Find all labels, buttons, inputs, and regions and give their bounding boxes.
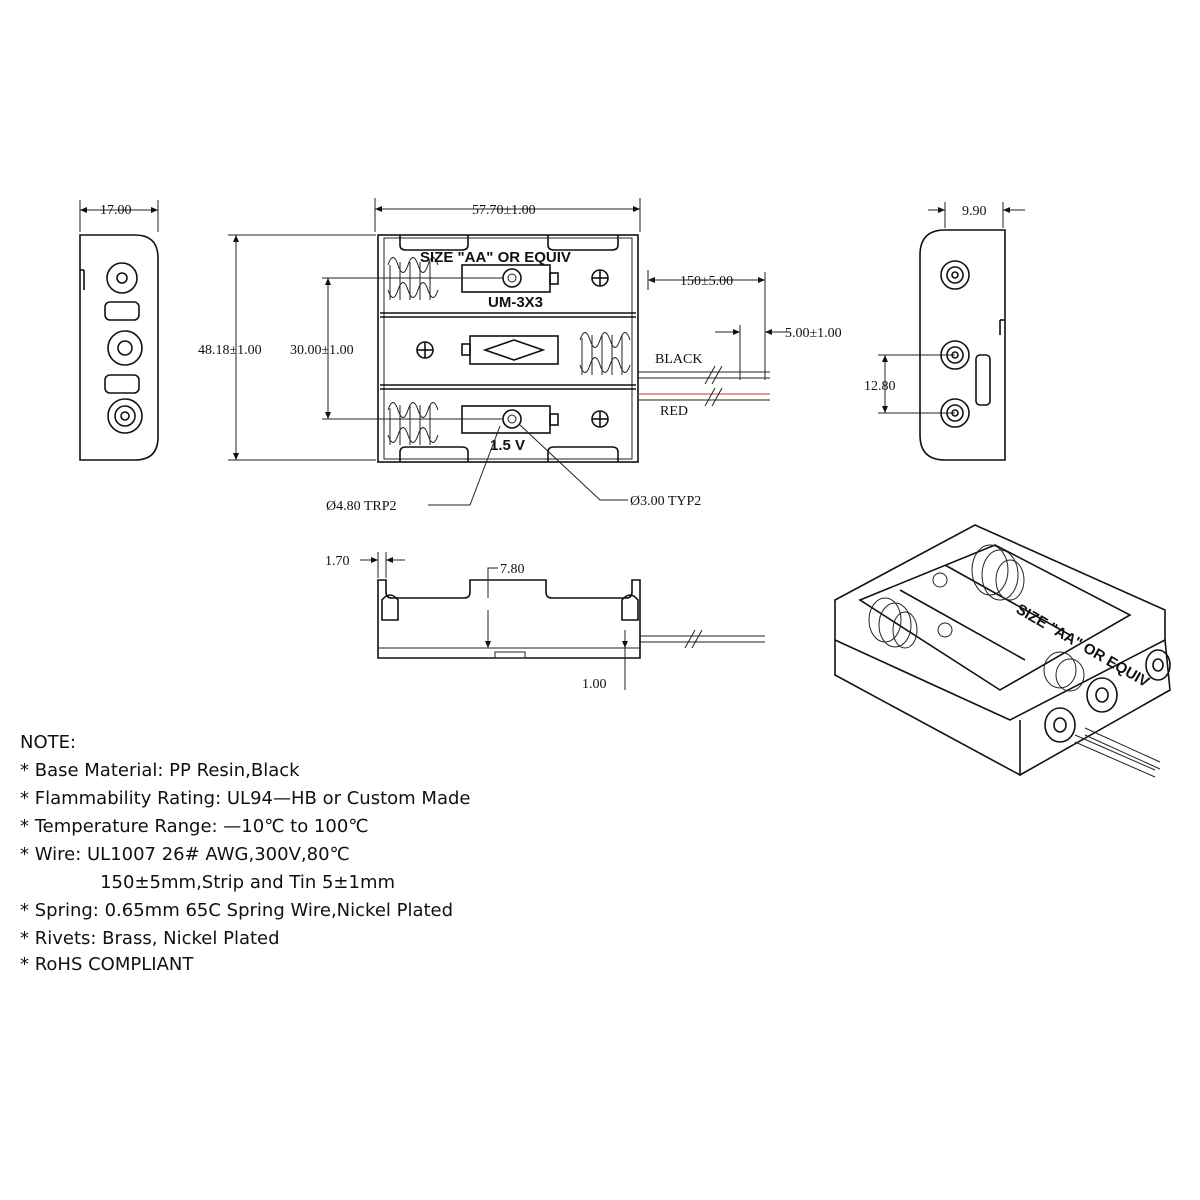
note-item: * RoHS COMPLIANT bbox=[20, 954, 194, 975]
right-side-view: 9.90 12.80 bbox=[864, 202, 1025, 461]
note-item: * Temperature Range: —10℃ to 100℃ bbox=[20, 816, 369, 837]
hole-small-dim: Ø3.00 TYP2 bbox=[630, 494, 701, 509]
note-item: * Rivets: Brass, Nickel Plated bbox=[20, 928, 280, 949]
pitch-dim: 30.00±1.00 bbox=[290, 343, 354, 358]
base-dim: 1.00 bbox=[582, 677, 607, 692]
size-label: SIZE "AA" OR EQUIV bbox=[420, 249, 571, 266]
left-width-dim: 17.00 bbox=[100, 203, 132, 218]
right-depth-dim: 9.90 bbox=[962, 204, 987, 219]
height-dim: 7.80 bbox=[500, 562, 525, 577]
left-side-view: 17.00 bbox=[79, 200, 159, 461]
right-pitch-dim: 12.80 bbox=[864, 379, 896, 394]
red-wire-label: RED bbox=[660, 404, 688, 419]
note-item: * Base Material: PP Resin,Black bbox=[20, 760, 300, 781]
voltage-label: 1.5 V bbox=[490, 437, 525, 454]
note-item: * Spring: 0.65mm 65C Spring Wire,Nickel … bbox=[20, 900, 453, 921]
isometric-view: SIZE "AA" OR EQUIV bbox=[834, 524, 1171, 778]
wires: BLACK RED 150±5.00 5.00±1.00 bbox=[638, 270, 842, 419]
top-view: SIZE "AA" OR EQUIV UM-3X3 1.5 V 57.70±1.… bbox=[198, 198, 701, 514]
notes: NOTE: * Base Material: PP Resin,Black * … bbox=[20, 732, 470, 975]
front-view: 1.70 7.80 1.00 bbox=[325, 552, 765, 692]
iso-size-label: SIZE "AA" OR EQUIV bbox=[1013, 601, 1152, 691]
wire-length-dim: 150±5.00 bbox=[680, 274, 733, 289]
model-label: UM-3X3 bbox=[488, 294, 543, 311]
hole-large-dim: Ø4.80 TRP2 bbox=[326, 499, 397, 514]
note-item: * Flammability Rating: UL94—HB or Custom… bbox=[20, 788, 470, 809]
note-item: 150±5mm,Strip and Tin 5±1mm bbox=[20, 872, 395, 893]
black-wire-label: BLACK bbox=[655, 352, 702, 367]
notes-title: NOTE: bbox=[20, 732, 76, 753]
strip-length-dim: 5.00±1.00 bbox=[785, 326, 842, 341]
top-height-dim: 48.18±1.00 bbox=[198, 343, 262, 358]
wall-dim: 1.70 bbox=[325, 554, 350, 569]
top-width-dim: 57.70±1.00 bbox=[472, 203, 536, 218]
note-item: * Wire: UL1007 26# AWG,300V,80℃ bbox=[20, 844, 350, 865]
